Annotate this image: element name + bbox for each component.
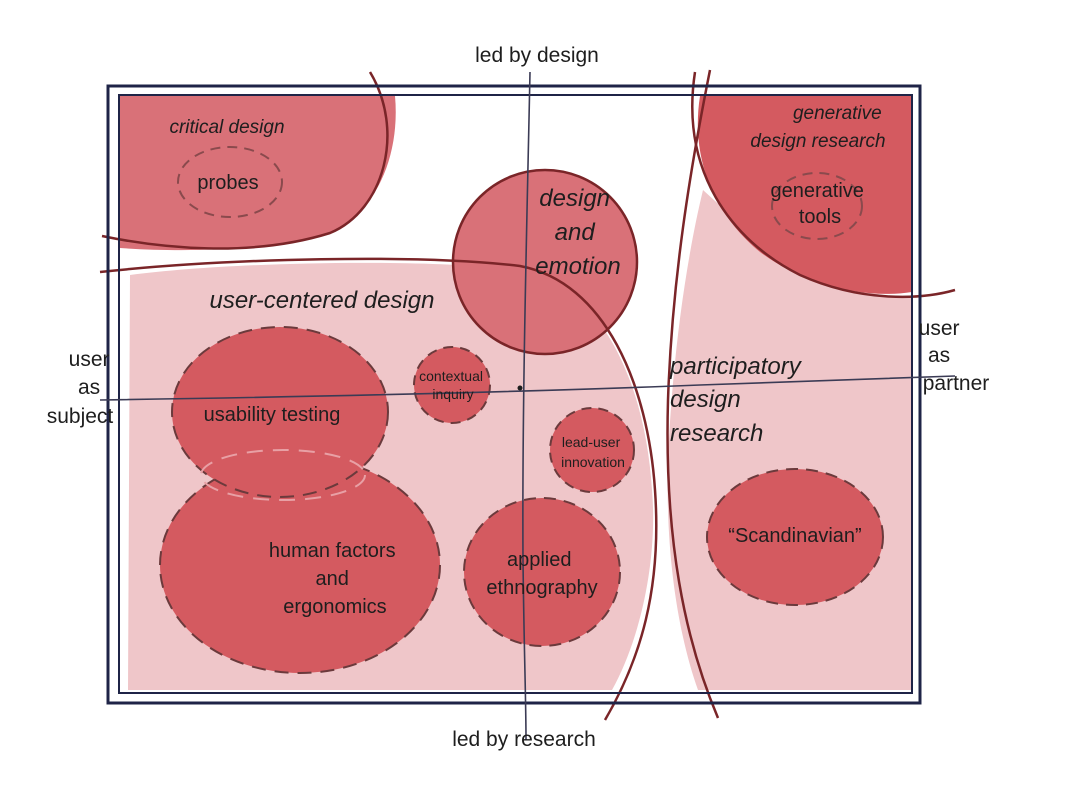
horizontal-axis xyxy=(99,375,956,401)
axis-label-left: user as subject xyxy=(47,348,116,428)
frame-inner xyxy=(118,94,913,694)
contextual-inquiry-blob xyxy=(413,346,491,424)
axis-label-bottom: led by research xyxy=(452,728,596,751)
axis-label-right: user as partner xyxy=(919,317,990,395)
generative-design-research-label: generative design research xyxy=(750,103,887,152)
applied-ethnography-label: applied ethnography xyxy=(486,549,597,599)
axis-origin xyxy=(517,385,523,391)
scandinavian-blob xyxy=(706,468,884,606)
usability-human-factors-overlap xyxy=(200,449,366,501)
vertical-axis xyxy=(522,71,531,741)
probes-label: probes xyxy=(197,172,258,194)
generative-design-research-boundary xyxy=(691,71,956,299)
user-centered-design-label: user-centered design xyxy=(209,287,434,314)
frame-outer xyxy=(106,84,922,705)
critical-design-region xyxy=(120,96,396,251)
contextual-inquiry-label: contextual inquiry xyxy=(419,368,487,402)
axis-label-top: led by design xyxy=(475,44,599,67)
probes-blob xyxy=(177,146,283,218)
generative-tools-blob xyxy=(771,172,863,240)
critical-design-label: critical design xyxy=(169,117,284,138)
generative-design-research-region xyxy=(697,96,912,294)
critical-design-boundary xyxy=(101,71,389,250)
generative-tools-label: generative tools xyxy=(771,180,870,228)
user-centered-design-boundary xyxy=(99,257,658,721)
participatory-design-boundary xyxy=(666,69,720,719)
participatory-design-research-label: participatory design research xyxy=(669,353,807,447)
lead-user-innovation-label: lead-user innovation xyxy=(561,434,625,470)
lead-user-innovation-blob xyxy=(549,407,635,493)
applied-ethnography-blob xyxy=(463,497,621,647)
usability-testing-label: usability testing xyxy=(204,404,341,426)
design-and-emotion-label: design and emotion xyxy=(535,185,620,280)
scandinavian-label: “Scandinavian” xyxy=(728,525,861,547)
human-factors-label: human factors and ergonomics xyxy=(269,540,401,618)
